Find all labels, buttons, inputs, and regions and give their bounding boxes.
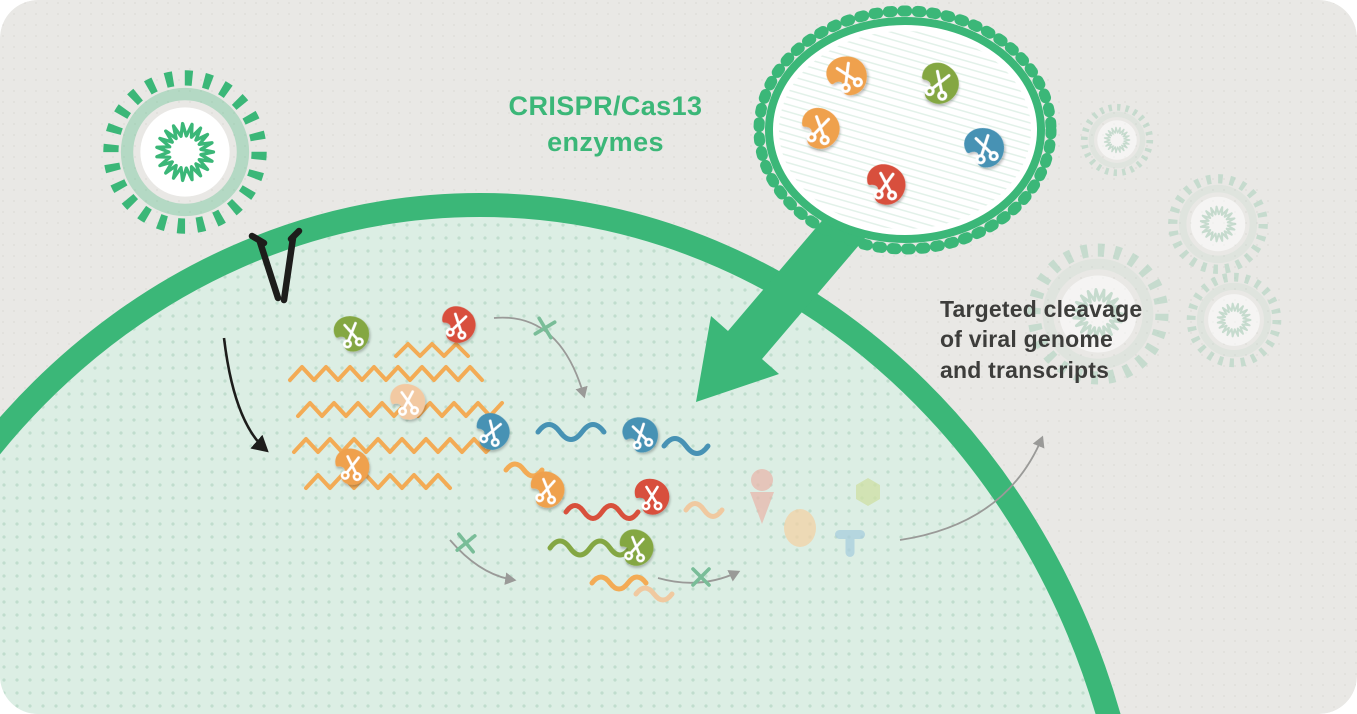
- rna-strand: [292, 437, 500, 454]
- fragment-blue: [535, 422, 607, 442]
- blocked-arrow: [449, 539, 517, 585]
- degraded-protein-orange: [784, 509, 816, 547]
- fragment-green: [547, 538, 633, 558]
- cytoplasm-texture: [0, 217, 1128, 714]
- delivery-arrow: [696, 196, 877, 402]
- degraded-protein-blue: [835, 530, 865, 557]
- crispr-enzymes-label: CRISPR/Cas13 enzymes: [508, 91, 703, 158]
- fragment-peach: [633, 585, 675, 603]
- targeted-cleavage-label: Targeted cleavage of viral genome and tr…: [940, 296, 1143, 383]
- rna-fragments: [503, 422, 725, 603]
- virus-entry-arrow: [222, 337, 269, 453]
- rna-strand: [304, 473, 452, 490]
- host-cell: [0, 193, 1152, 714]
- degraded-proteins: [750, 469, 880, 557]
- fragment-orange: [589, 574, 649, 592]
- fragment-red: [563, 503, 641, 521]
- rna-strand: [394, 342, 470, 358]
- rna-strand: [288, 365, 484, 382]
- degraded-protein-red: [750, 469, 774, 524]
- blocked-arrow: [657, 570, 741, 584]
- degraded-protein-green: [856, 478, 880, 506]
- crispr-bubble: [753, 5, 1057, 255]
- fragment-blue: [661, 436, 711, 456]
- viral-rna-strands: [288, 342, 504, 490]
- membrane-receptor: [248, 227, 303, 304]
- cleavage-result-arrow: [899, 435, 1045, 541]
- bubble-knobby-border: [753, 5, 1057, 255]
- fragment-peach: [683, 501, 725, 519]
